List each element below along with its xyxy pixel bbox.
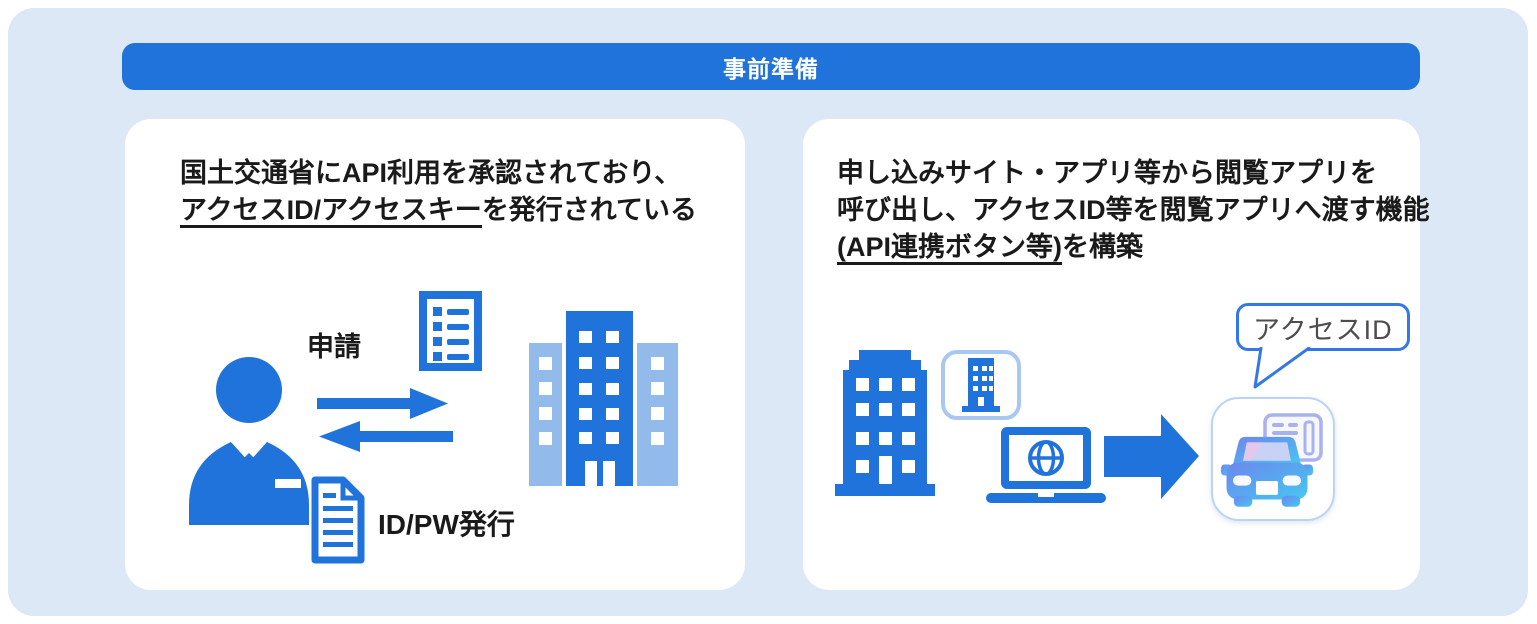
id-pw-issue-label: ID/PW発行 [378,509,515,540]
left-heading-line1: 国土交通省にAPI利用を承認されており、 [180,158,682,188]
right-panel: 申し込みサイト・アプリ等から閲覧アプリを 呼び出し、アクセスID等を閲覧アプリへ… [803,119,1430,590]
header-bar: 事前準備 [122,43,1420,90]
car-icon [1221,436,1313,507]
person-icon [189,357,309,525]
id-pw-document-icon [311,476,365,564]
arrow-left-icon [319,421,453,452]
laptop-globe-icon [986,427,1106,503]
left-panel: 国土交通省にAPI利用を承認されており、 アクセスID/アクセスキーを発行されて… [125,119,745,590]
left-heading-line2: アクセスID/アクセスキーを発行されている [180,192,697,229]
app-badge [941,350,1021,420]
left-panel-heading: 国土交通省にAPI利用を承認されており、 アクセスID/アクセスキーを発行されて… [180,155,697,229]
access-id-bubble-label: アクセスID [1253,314,1393,345]
diagram-container: 事前準備 国土交通省にAPI利用を承認されており、 アクセスID/アクセスキーを… [8,8,1528,616]
checklist-document-icon [419,291,482,371]
right-heading-line2: 呼び出し、アクセスID等を閲覧アプリへ渡す機能 [837,195,1430,225]
car-app-icon [1211,397,1335,521]
api-link-button-underline: (API連携ボタン等) [837,232,1062,265]
right-heading-line3: (API連携ボタン等)を構築 [837,229,1430,266]
government-building-icon [529,311,678,486]
right-heading-line1: 申し込みサイト・アプリ等から閲覧アプリを [837,158,1377,188]
speech-bubble-tail [1253,347,1311,389]
speech-bubble: アクセスID [1236,303,1410,351]
big-arrow-right-icon [1104,414,1199,499]
right-panel-heading: 申し込みサイト・アプリ等から閲覧アプリを 呼び出し、アクセスID等を閲覧アプリへ… [837,155,1430,266]
app-badge-building-icon [962,358,1000,412]
access-id-key-underline: アクセスID/アクセスキー [180,195,482,228]
office-building-icon [835,350,935,496]
application-label: 申請 [307,332,361,362]
arrow-right-icon [317,388,448,419]
page-title: 事前準備 [723,55,819,82]
